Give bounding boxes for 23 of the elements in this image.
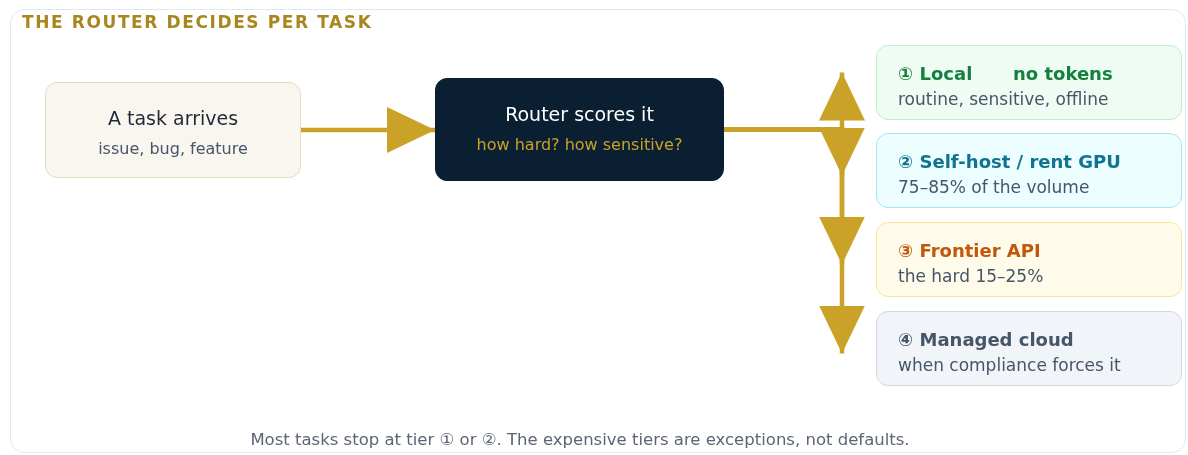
tier-description: the hard 15–25%	[898, 266, 1044, 286]
tier-title: ④ Managed cloud	[898, 329, 1074, 350]
diagram-title: THE ROUTER DECIDES PER TASK	[22, 12, 373, 32]
tier-description: routine, sensitive, offline	[898, 89, 1109, 109]
caption: Most tasks stop at tier ① or ②. The expensive tiers are exceptions, not defaults.	[249, 430, 911, 449]
arrow	[724, 127, 865, 354]
tier-box	[876, 45, 1182, 120]
node-subtitle: how hard? how sensitive?	[475, 135, 684, 154]
node-title: Router scores it	[504, 103, 655, 125]
tier-title: ① Local	[898, 63, 973, 84]
task-box	[45, 82, 301, 178]
tier-box	[876, 222, 1182, 297]
tier-title: ② Self-host / rent GPU	[898, 151, 1121, 172]
tier-title: no tokens	[1013, 63, 1113, 84]
node-subtitle: issue, bug, feature	[97, 139, 249, 158]
tier-description: 75–85% of the volume	[898, 177, 1090, 197]
router-box	[435, 78, 724, 181]
arrow	[301, 107, 435, 153]
tier-box	[876, 133, 1182, 208]
tier-title: ③ Frontier API	[898, 240, 1041, 261]
tier-box	[876, 311, 1182, 386]
tier-description: when compliance forces it	[898, 355, 1121, 375]
node-title: A task arrives	[106, 107, 240, 129]
